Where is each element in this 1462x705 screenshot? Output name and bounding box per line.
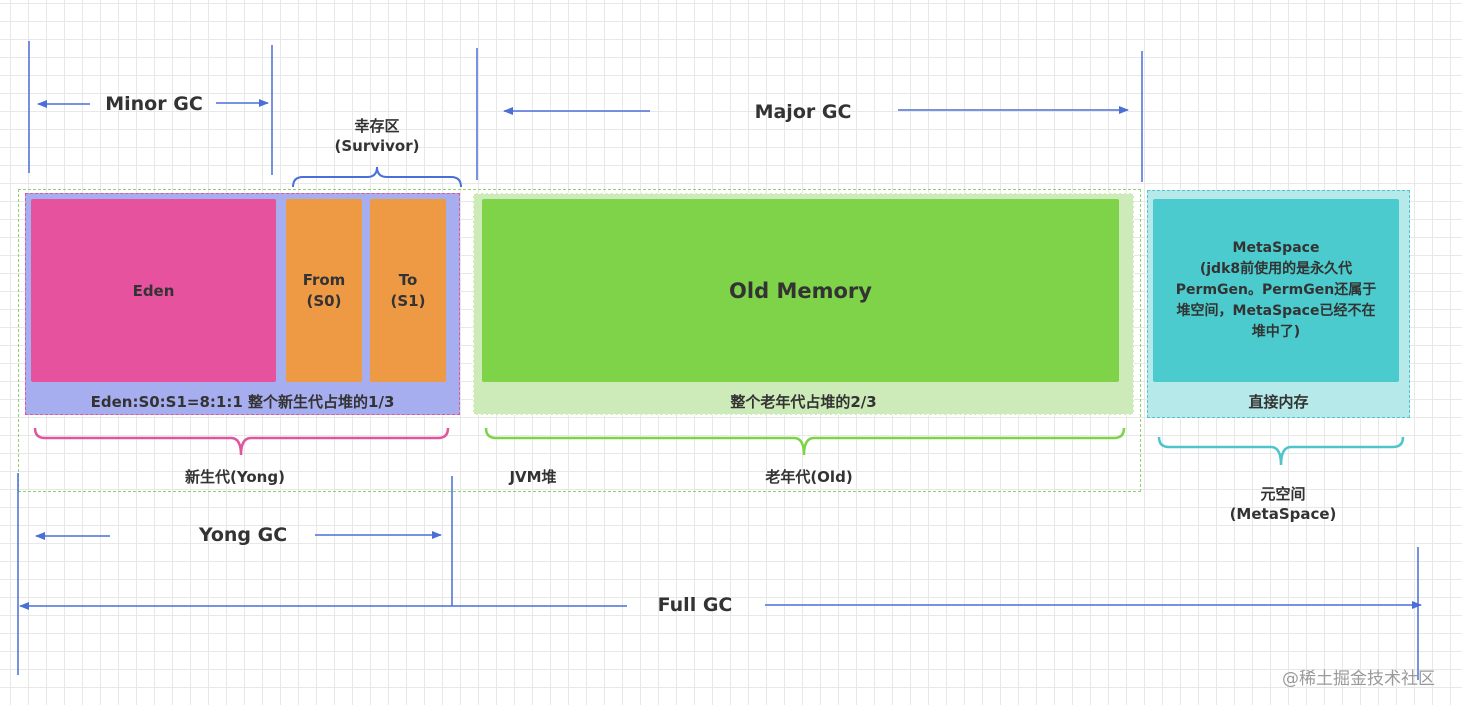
watermark: @稀土掘金技术社区	[1282, 669, 1435, 689]
survivor-group-label: 幸存区 (Survivor)	[317, 116, 437, 156]
meta-line-1: MetaSpace	[1232, 240, 1320, 256]
yong-gc-label: Yong GC	[198, 524, 288, 546]
old-brace-label: 老年代(Old)	[765, 468, 853, 486]
jvm-heap-label: JVM堆	[509, 468, 557, 486]
survivor-cn-label: 幸存区	[354, 117, 400, 135]
old-caption: 整个老年代占堆的2/3	[730, 393, 877, 411]
full-gc-label: Full GC	[657, 594, 733, 616]
survivor-en-label: (Survivor)	[334, 137, 420, 155]
jvm-heap-container	[18, 189, 1141, 492]
old-memory-block: Old Memory	[482, 199, 1119, 382]
meta-brace-en: (MetaSpace)	[1229, 505, 1337, 523]
meta-brace-label: 元空间 (MetaSpace)	[1208, 484, 1358, 524]
s1-label: (S1)	[390, 291, 426, 310]
meta-line-3: PermGen。PermGen还属于	[1175, 282, 1377, 298]
old-memory-label: Old Memory	[729, 278, 872, 303]
from-label: From	[302, 270, 346, 289]
meta-line-2: (jdk8前使用的是永久代	[1199, 261, 1353, 277]
eden-label: Eden	[132, 281, 175, 300]
minor-gc-label: Minor GC	[105, 93, 203, 115]
young-caption: Eden:S0:S1=8:1:1 整个新生代占堆的1/3	[90, 393, 395, 411]
to-s1-block: To (S1)	[370, 199, 446, 382]
eden-block: Eden	[31, 199, 276, 382]
metaspace-block: MetaSpace (jdk8前使用的是永久代 PermGen。PermGen还…	[1153, 199, 1399, 382]
survivor-brace	[292, 166, 462, 188]
meta-brace	[1157, 436, 1405, 466]
meta-caption: 直接内存	[1248, 393, 1309, 411]
s0-label: (S0)	[306, 291, 342, 310]
major-gc-label: Major GC	[754, 101, 852, 123]
to-label: To	[398, 270, 418, 289]
meta-line-5: 堆中了)	[1251, 324, 1301, 340]
young-brace-label: 新生代(Yong)	[185, 468, 285, 486]
from-s0-block: From (S0)	[286, 199, 362, 382]
meta-line-4: 堆空间，MetaSpace已经不在	[1176, 303, 1376, 319]
meta-brace-cn: 元空间	[1260, 485, 1306, 503]
